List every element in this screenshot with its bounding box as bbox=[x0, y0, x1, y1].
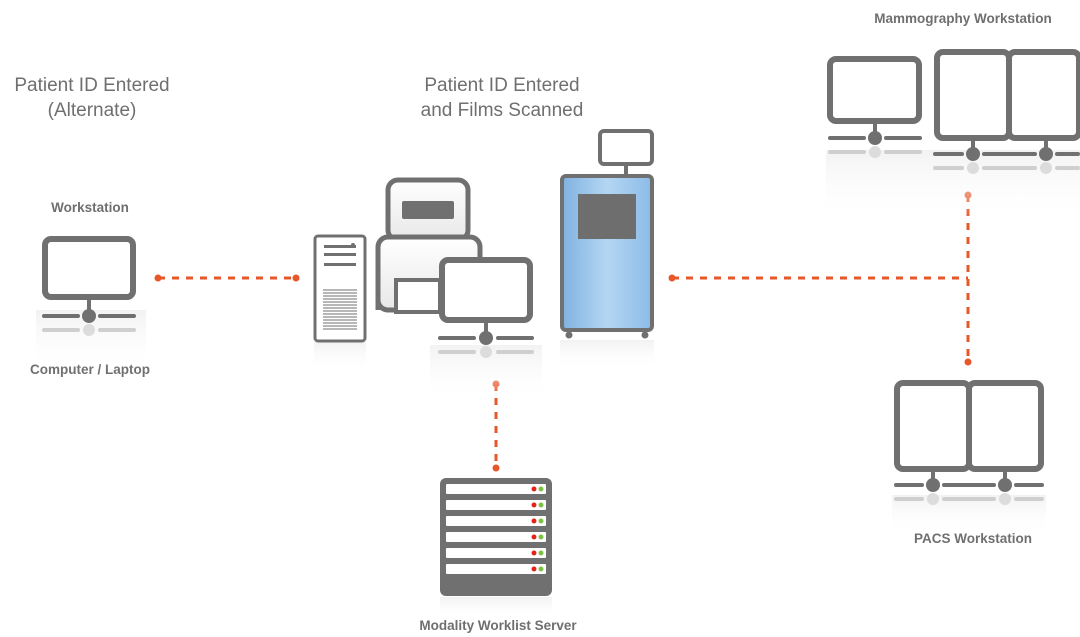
tower-computer-icon bbox=[313, 234, 367, 372]
pacs-workstation-icon bbox=[892, 380, 1046, 535]
film-scanner-icon bbox=[560, 129, 654, 370]
mammography-workstation-label: Mammography Workstation bbox=[874, 11, 1052, 26]
mammography-workstation-icon bbox=[826, 49, 1080, 220]
patient-id-alternate-title: Patient ID Entered (Alternate) bbox=[8, 73, 176, 123]
patient-id-alternate-line2: (Alternate) bbox=[47, 100, 137, 121]
workstation-label: Workstation bbox=[51, 200, 129, 215]
server-rack-icon bbox=[440, 478, 552, 619]
patient-id-scanned-title: Patient ID Entered and Films Scanned bbox=[404, 73, 600, 123]
patient-id-alternate-line1: Patient ID Entered bbox=[14, 75, 170, 96]
scanner-monitor-icon bbox=[430, 257, 542, 400]
connector-workstation-to-pc bbox=[154, 274, 300, 282]
patient-id-scanned-line1: Patient ID Entered bbox=[424, 75, 580, 96]
modality-worklist-server-label: Modality Worklist Server bbox=[419, 618, 577, 633]
workstation-monitor-icon bbox=[36, 236, 146, 370]
patient-id-scanned-line2: and Films Scanned bbox=[420, 100, 584, 121]
